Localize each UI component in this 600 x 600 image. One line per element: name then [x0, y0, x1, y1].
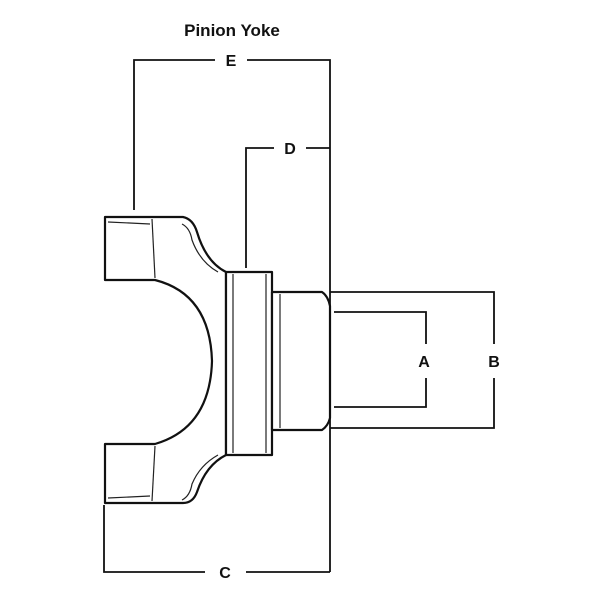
- dimension-e-label: E: [226, 53, 237, 70]
- dimension-a-line-top: [334, 311, 427, 344]
- dimension-a-line-bottom: [334, 378, 427, 408]
- yoke-body: [103, 215, 228, 505]
- dimension-e-line-left: [133, 59, 215, 210]
- upper-fillet-line: [181, 223, 219, 273]
- upper-ear-edge: [151, 218, 156, 279]
- yoke-flange: [224, 270, 274, 457]
- dimension-b-label: B: [488, 354, 500, 371]
- dimension-d-label: D: [284, 141, 296, 158]
- dimension-a-label: A: [418, 354, 430, 371]
- diagram-title: Pinion Yoke: [184, 21, 280, 40]
- dimension-d-line-left: [245, 147, 274, 268]
- dimension-b-line-bottom: [330, 378, 495, 429]
- dimension-lines: E D C A B: [103, 53, 500, 582]
- dimension-b-line-top: [330, 291, 495, 344]
- dimension-c-label: C: [219, 565, 231, 582]
- upper-ear-highlight: [107, 221, 151, 225]
- yoke-shaft: [270, 290, 332, 432]
- lower-fillet-line: [181, 454, 219, 501]
- yoke-drawing: [103, 215, 332, 505]
- lower-ear-edge: [151, 445, 156, 502]
- lower-ear-highlight: [107, 495, 151, 499]
- dimension-c-line-left: [103, 505, 205, 573]
- dimension-e-line-right: [247, 59, 331, 572]
